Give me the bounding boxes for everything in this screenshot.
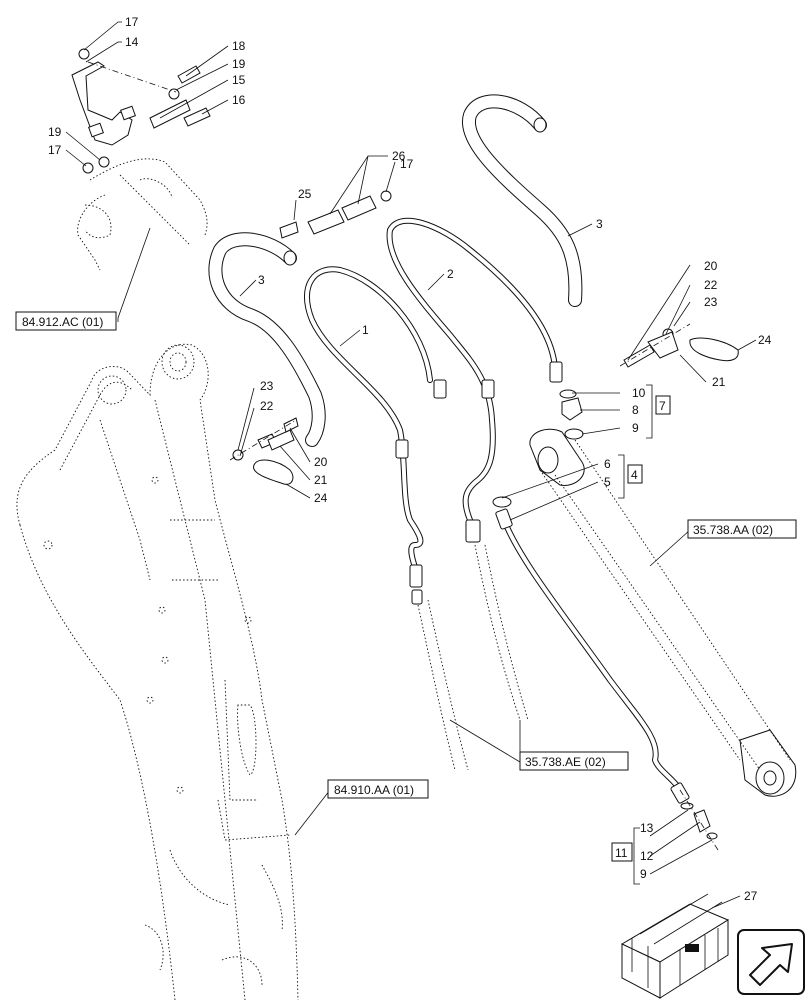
reference-labels: 84.912.AC (01) 35.738.AA (02) 35.738.AE … (15, 311, 797, 799)
hose-3-left (208, 232, 326, 447)
callout-19b: 19 (48, 125, 62, 139)
callout-2: 2 (447, 267, 454, 281)
callout-16: 16 (232, 93, 246, 107)
ref-35-738-aa: 35.738.AA (02) (693, 523, 773, 537)
callout-23b: 23 (704, 295, 718, 309)
ref-84-910-aa: 84.910.AA (01) (334, 783, 414, 797)
callout-3a: 3 (258, 273, 265, 287)
callout-11: 11 (615, 846, 628, 860)
callout-14: 14 (125, 35, 139, 49)
callout-7: 7 (659, 399, 666, 413)
callout-22a: 22 (260, 399, 274, 413)
group-number-boxes: 7 4 11 (611, 395, 671, 862)
rigid-pipe (495, 508, 690, 804)
callout-17: 17 (125, 15, 139, 29)
hydraulic-cylinder (529, 428, 797, 797)
lower-fittings (679, 789, 719, 851)
callout-21b: 21 (712, 375, 726, 389)
callout-17c: 17 (400, 157, 414, 171)
upper-fittings (492, 389, 584, 508)
bracket-assembly (71, 48, 211, 271)
boom-arm (16, 343, 299, 1000)
callout-22b: 22 (704, 278, 718, 292)
lower-hoses (417, 544, 529, 771)
leader-lines (65, 21, 757, 909)
clamp-right (619, 323, 739, 368)
callout-9b: 9 (640, 867, 647, 881)
callout-20a: 20 (314, 455, 328, 469)
callout-25: 25 (298, 187, 312, 201)
callout-17b: 17 (48, 143, 62, 157)
arrow-icon[interactable] (737, 929, 805, 995)
ref-35-738-ae: 35.738.AE (02) (525, 755, 606, 769)
callout-18: 18 (232, 39, 246, 53)
callout-8: 8 (632, 403, 639, 417)
ref-84-912-ac: 84.912.AC (01) (22, 315, 103, 329)
callout-4: 4 (631, 468, 638, 482)
group-brackets (618, 384, 653, 885)
kit-crate-icon (620, 893, 730, 999)
callout-19: 19 (232, 57, 246, 71)
callout-10: 10 (632, 386, 646, 400)
callout-1: 1 (362, 323, 369, 337)
callout-24a: 24 (314, 491, 328, 505)
callout-15: 15 (232, 73, 246, 87)
hose-1 (304, 266, 433, 605)
callout-3b: 3 (596, 217, 603, 231)
hose-2 (386, 217, 563, 543)
clamp-left (229, 417, 299, 485)
callout-numbers: 17 14 18 19 15 16 19 17 26 17 25 3 3 2 1… (48, 15, 772, 903)
callout-24b: 24 (758, 333, 772, 347)
hose-3-right (461, 94, 583, 307)
small-bracket (279, 190, 392, 239)
callout-5: 5 (604, 475, 611, 489)
callout-23a: 23 (260, 379, 274, 393)
callout-13: 13 (640, 821, 654, 835)
callout-9a: 9 (632, 421, 639, 435)
callout-27: 27 (744, 889, 758, 903)
callout-21a: 21 (314, 473, 328, 487)
callout-26: 26 (392, 149, 406, 163)
callout-6: 6 (604, 457, 611, 471)
callout-12: 12 (640, 849, 654, 863)
callout-20b: 20 (704, 259, 718, 273)
